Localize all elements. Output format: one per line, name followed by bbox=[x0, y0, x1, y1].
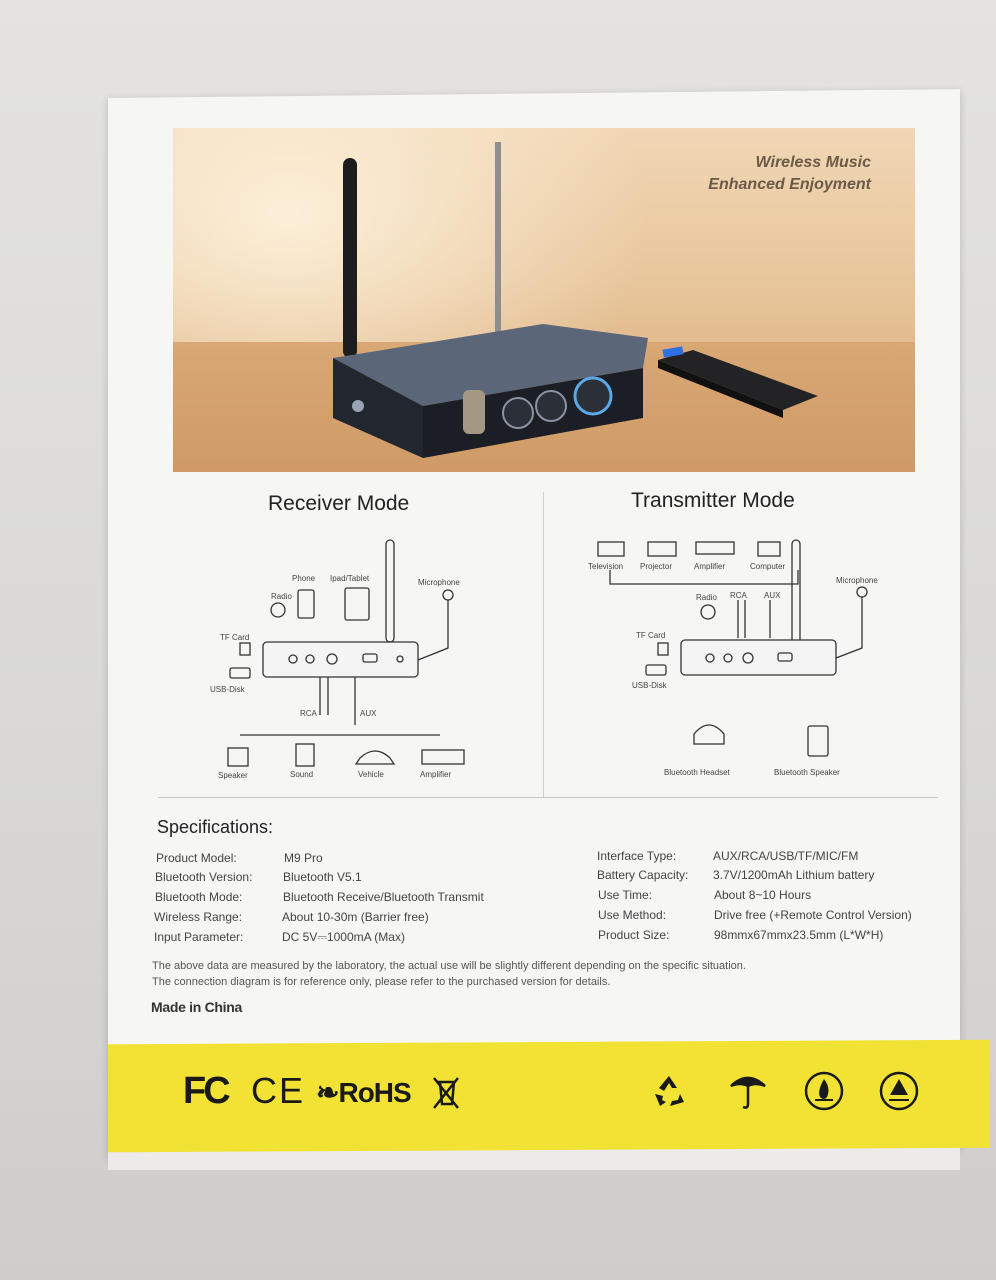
rx-label-vehicle: Vehicle bbox=[358, 770, 384, 779]
tx-label-amplifier: Amplifier bbox=[694, 562, 725, 571]
tx-label-computer: Computer bbox=[750, 562, 785, 571]
tx-label-radio: Radio bbox=[696, 593, 717, 602]
tx-label-tf-card: TF Card bbox=[636, 631, 665, 640]
recycle-icon bbox=[655, 1076, 684, 1106]
spec-row: Input Parameter:DC 5V⎓1000mA (Max) bbox=[154, 930, 405, 944]
tx-label-television: Television bbox=[588, 562, 623, 571]
tx-label-aux: AUX bbox=[764, 591, 781, 600]
hero-tagline: Wireless Music Enhanced Enjoyment bbox=[708, 152, 871, 196]
spec-row: Interface Type:AUX/RCA/USB/TF/MIC/FM bbox=[597, 849, 859, 863]
tagline-line2: Enhanced Enjoyment bbox=[708, 176, 871, 193]
spec-row: Wireless Range:About 10-30m (Barrier fre… bbox=[154, 910, 429, 924]
rohs-logo: ❧RoHS bbox=[316, 1077, 412, 1108]
tx-label-projector: Projector bbox=[640, 562, 672, 571]
tx-label-rca: RCA bbox=[730, 591, 748, 600]
tx-label-bt-headset: Bluetooth Headset bbox=[664, 768, 731, 777]
spec-note-1: The above data are measured by the labor… bbox=[152, 960, 746, 972]
spec-row: Bluetooth Mode:Bluetooth Receive/Bluetoo… bbox=[155, 890, 484, 904]
product-device-image bbox=[333, 142, 818, 458]
specifications-title: Specifications: bbox=[157, 817, 274, 837]
rx-label-amplifier: Amplifier bbox=[420, 770, 451, 779]
tx-label-microphone: Microphone bbox=[836, 576, 878, 585]
receiver-diagram: Radio Phone Ipad/Tablet Microphone TF Ca… bbox=[210, 539, 465, 780]
spec-row: Product Size:98mmx67mmx23.5mm (L*W*H) bbox=[598, 928, 884, 942]
spec-row: Use Time:About 8~10 Hours bbox=[598, 888, 812, 902]
rx-label-aux: AUX bbox=[360, 709, 377, 718]
rx-label-radio: Radio bbox=[271, 592, 292, 601]
fcc-logo: FC bbox=[183, 1070, 231, 1112]
flame-circle-icon bbox=[804, 1071, 844, 1111]
spec-row: Bluetooth Version:Bluetooth V5.1 bbox=[155, 870, 362, 884]
tx-label-bt-speaker: Bluetooth Speaker bbox=[774, 768, 840, 777]
spec-row: Product Model:M9 Pro bbox=[156, 851, 323, 865]
tagline-line1: Wireless Music bbox=[755, 154, 871, 171]
rx-label-usb-disk: USB-Disk bbox=[210, 685, 246, 694]
certification-band bbox=[108, 1039, 990, 1153]
receiver-mode-title: Receiver Mode bbox=[268, 492, 410, 515]
made-in-china: Made in China bbox=[151, 999, 242, 1015]
keep-dry-umbrella-icon bbox=[730, 1076, 766, 1109]
rx-label-microphone: Microphone bbox=[418, 578, 460, 587]
leaf-icon: ❧ bbox=[316, 1077, 339, 1108]
box-bottom-edge bbox=[108, 1148, 960, 1170]
rx-label-tf-card: TF Card bbox=[220, 633, 249, 642]
spec-note-2: The connection diagram is for reference … bbox=[152, 976, 611, 988]
hero-photo: Wireless Music Enhanced Enjoyment bbox=[173, 128, 915, 472]
rx-label-speaker: Speaker bbox=[218, 771, 248, 780]
weee-bin-icon bbox=[433, 1077, 459, 1109]
spec-row: Battery Capacity:3.7V/1200mAh Lithium ba… bbox=[597, 868, 875, 882]
rx-label-rca: RCA bbox=[300, 709, 318, 718]
rx-label-phone: Phone bbox=[292, 574, 316, 583]
tx-label-usb-disk: USB-Disk bbox=[632, 681, 668, 690]
transmitter-mode-title: Transmitter Mode bbox=[631, 489, 795, 512]
transmitter-diagram: Television Projector Amplifier Computer … bbox=[588, 539, 878, 777]
section-divider bbox=[158, 797, 938, 798]
ce-logo: CE bbox=[251, 1070, 306, 1111]
rx-label-sound: Sound bbox=[290, 770, 313, 779]
mode-divider bbox=[543, 492, 544, 797]
spec-row: Use Method:Drive free (+Remote Control V… bbox=[598, 908, 912, 922]
rx-label-ipad: Ipad/Tablet bbox=[330, 574, 370, 583]
eco-circle-icon bbox=[879, 1071, 919, 1111]
